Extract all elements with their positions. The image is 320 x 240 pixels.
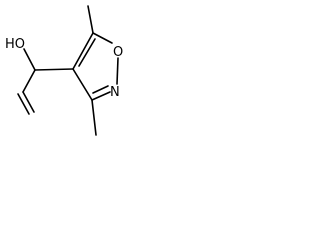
bonds [17,5,119,136]
atom-labels: HO O N [5,37,123,100]
bond-vinyl-double-b [17,93,30,115]
bond-o-n [116,57,119,85]
bond-n-c3-inner [92,85,109,94]
bond-c4-c5-inner [78,38,96,67]
bond-n-c3 [91,91,111,101]
bond-c3-methyl [91,99,97,136]
ring-oxygen-label: O [113,45,123,60]
bond-c4-c5 [72,32,94,70]
bond-vinyl-double-a [22,91,35,113]
ring-nitrogen-label: N [110,85,120,100]
bond-c3-c4 [72,68,93,101]
bond-c1-c4 [34,68,74,71]
hydroxyl-label: HO [5,37,25,52]
molecule-structure: HO O N [5,5,123,136]
bond-c5-methyl [87,5,94,34]
bond-oh-c1 [23,48,36,71]
bond-c1-vinyl [22,69,36,93]
bond-c5-o [92,32,113,44]
